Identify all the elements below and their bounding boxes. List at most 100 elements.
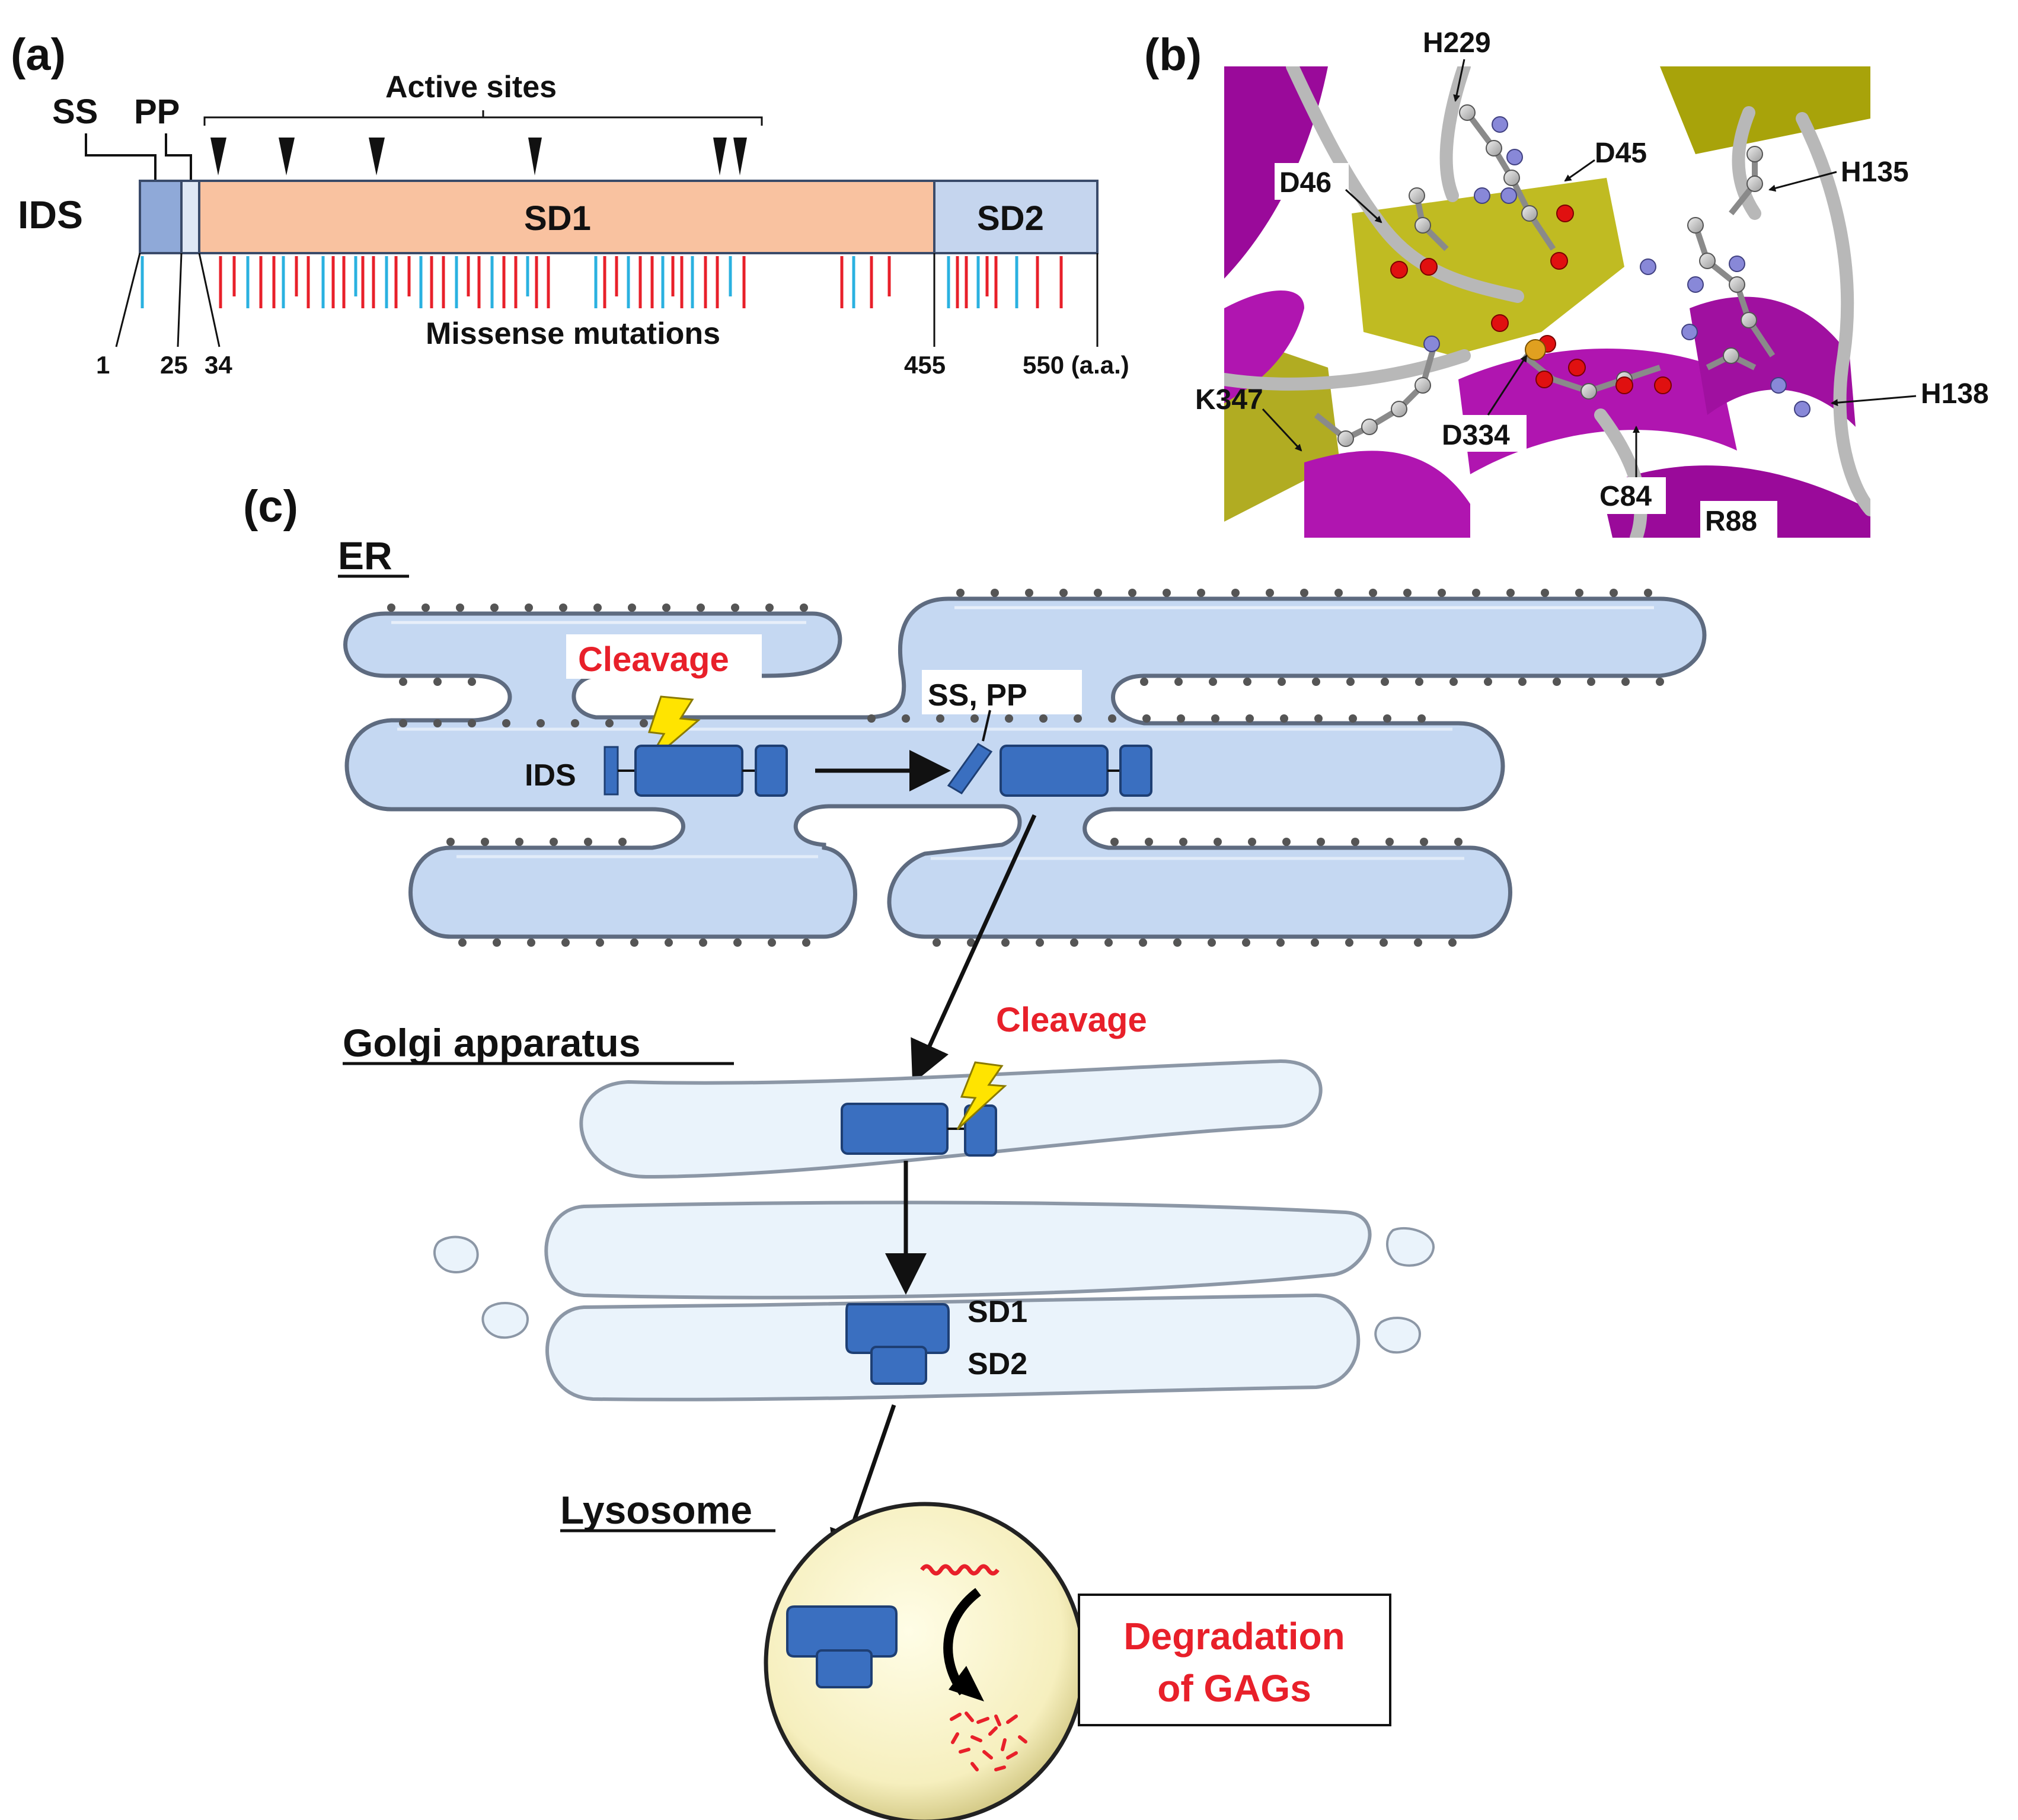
ids-lysosome bbox=[786, 1605, 898, 1688]
ribosome-dot bbox=[991, 589, 999, 597]
ribosome-dot bbox=[561, 938, 570, 947]
ids-protein-label: IDS bbox=[18, 193, 83, 237]
ribosome-dot bbox=[490, 604, 499, 612]
ribosome-dot bbox=[1448, 938, 1457, 947]
ribosome-dot bbox=[1312, 678, 1320, 686]
ribosome-dot bbox=[1036, 938, 1044, 947]
ribosome-dot bbox=[525, 604, 533, 612]
ribosome-dot bbox=[733, 938, 742, 947]
ribosome-dot bbox=[1145, 838, 1153, 846]
ribosome-dot bbox=[1074, 714, 1082, 723]
residue-c84: C84 bbox=[1599, 481, 1652, 512]
ribosome-dot bbox=[1248, 838, 1256, 846]
residue-h135: H135 bbox=[1841, 157, 1909, 188]
ribosome-dot bbox=[1179, 838, 1187, 846]
ribosome-dot bbox=[662, 604, 670, 612]
active-site-marker bbox=[279, 138, 295, 175]
ribosome-dot bbox=[936, 714, 944, 723]
ribosome-dot bbox=[697, 604, 705, 612]
ribosome-dot bbox=[1414, 938, 1422, 947]
ribosome-dot bbox=[768, 938, 776, 947]
ribosome-dot bbox=[559, 604, 567, 612]
ribosome-dot bbox=[902, 714, 910, 723]
golgi-cisterna-3 bbox=[545, 1293, 1361, 1401]
ribosome-dot bbox=[1349, 714, 1357, 723]
ribosome-dot bbox=[399, 719, 407, 727]
ids-golgi bbox=[841, 1103, 997, 1157]
degradation-line1: Degradation bbox=[1123, 1615, 1345, 1658]
ribosome-dot bbox=[1001, 938, 1010, 947]
gag-fragments bbox=[950, 1712, 1027, 1771]
ribosome-dot bbox=[1280, 714, 1288, 723]
ribosome-dot bbox=[584, 838, 592, 846]
ribosome-dot bbox=[1385, 838, 1394, 846]
active-site-marker bbox=[210, 138, 226, 175]
ribosome-dot bbox=[1139, 938, 1147, 947]
panel-c: (c) ER Cleavage SS, PP IDS bbox=[243, 481, 1707, 1820]
active-site-markers bbox=[210, 138, 747, 175]
ribosome-dot bbox=[1334, 589, 1343, 597]
ribosome-dot bbox=[1610, 589, 1618, 597]
ribosome-dot bbox=[628, 604, 636, 612]
ribosome-dot bbox=[630, 938, 638, 947]
ribosome-dot bbox=[800, 604, 808, 612]
ribosome-dot bbox=[1518, 678, 1527, 686]
ids-er-label: IDS bbox=[525, 758, 576, 793]
ribosome-dot bbox=[618, 838, 627, 846]
ribosome-dot bbox=[1575, 589, 1583, 597]
lysosome-organelle bbox=[764, 1502, 1086, 1820]
ribosome-dot bbox=[1553, 678, 1561, 686]
ribosome-dot bbox=[1108, 714, 1116, 723]
panel-a-label: (a) bbox=[11, 30, 66, 80]
ribosome-dot bbox=[387, 604, 395, 612]
er-to-golgi-arrow bbox=[911, 814, 1037, 1084]
ribosome-dot bbox=[1403, 589, 1412, 597]
pp-domain bbox=[180, 180, 200, 254]
ss-leader bbox=[85, 133, 157, 181]
ribosome-dot bbox=[1282, 838, 1291, 846]
gag-chain bbox=[920, 1564, 1000, 1576]
ribosome-dot bbox=[1383, 714, 1391, 723]
residue-d334: D334 bbox=[1442, 420, 1510, 451]
position-25: 25 bbox=[160, 351, 188, 379]
ribosome-dot bbox=[422, 604, 430, 612]
ribosome-dot bbox=[1656, 678, 1664, 686]
ids-precursor bbox=[604, 745, 788, 797]
residue-d46: D46 bbox=[1279, 167, 1332, 199]
residue-h138: H138 bbox=[1921, 378, 1989, 410]
ribosome-dot bbox=[1541, 589, 1549, 597]
golgi-cisterna-1 bbox=[579, 1059, 1323, 1179]
ribosome-dot bbox=[1506, 589, 1515, 597]
ids-mature-golgi bbox=[845, 1303, 950, 1385]
sd2-domain bbox=[933, 180, 1099, 254]
ribosome-dot bbox=[1587, 678, 1595, 686]
position-550: 550 (a.a.) bbox=[1023, 351, 1129, 379]
ribosome-dot bbox=[1059, 589, 1068, 597]
golgi-cisterna-2 bbox=[544, 1200, 1372, 1299]
panel-b: (b) bbox=[1144, 24, 1989, 538]
ribosome-dot bbox=[593, 604, 602, 612]
lysosome-membrane bbox=[764, 1502, 1086, 1820]
active-site-marker bbox=[528, 138, 542, 175]
pp-leader bbox=[165, 133, 192, 181]
sd2-label: SD2 bbox=[977, 199, 1044, 238]
active-site-marker bbox=[713, 138, 727, 175]
ribosome-dot bbox=[515, 838, 523, 846]
ribosome-dot bbox=[1351, 838, 1359, 846]
ribosome-dot bbox=[867, 714, 876, 723]
ribosome-dot bbox=[527, 938, 535, 947]
ribosome-dot bbox=[1242, 938, 1250, 947]
er-title: ER bbox=[338, 534, 392, 577]
sd1-golgi-label: SD1 bbox=[968, 1295, 1027, 1329]
active-sites-label: Active sites bbox=[385, 70, 557, 104]
pp-label: PP bbox=[134, 92, 180, 131]
residue-r88: R88 bbox=[1705, 506, 1757, 537]
ribosome-dot bbox=[1209, 678, 1217, 686]
ribosome-dot bbox=[1104, 938, 1113, 947]
residue-k347: K347 bbox=[1195, 384, 1263, 416]
ribosome-dot bbox=[699, 938, 707, 947]
ribosome-dot bbox=[665, 938, 673, 947]
position-455: 455 bbox=[904, 351, 946, 379]
panel-c-label: (c) bbox=[243, 481, 298, 532]
ss-pp-label: SS, PP bbox=[928, 678, 1027, 713]
